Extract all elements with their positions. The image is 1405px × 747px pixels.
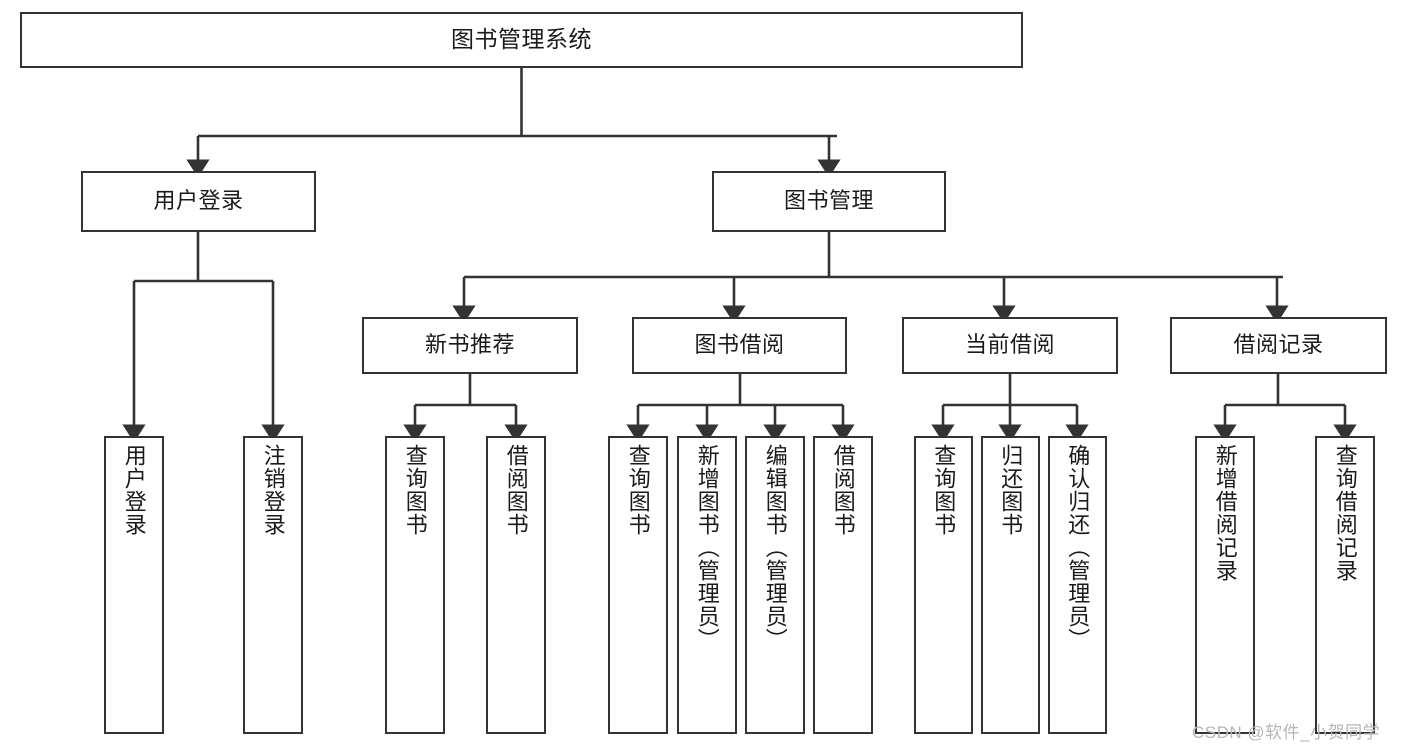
node-book-borrow[interactable]: 图书借阅 [632,317,847,374]
node-borrow-record[interactable]: 借阅记录 [1170,317,1387,374]
leaf-user-login[interactable]: 用户登录 [104,436,164,734]
leaf-edit-book-admin[interactable]: 编辑图书（管理员） [745,436,805,734]
node-current-borrow[interactable]: 当前借阅 [902,317,1118,374]
node-user-login[interactable]: 用户登录 [81,171,316,232]
leaf-user-logout[interactable]: 注销登录 [243,436,303,734]
csdn-watermark: CSDN @软件_小贺同学 [1192,723,1381,742]
leaf-add-book-admin[interactable]: 新增图书（管理员） [677,436,737,734]
node-book-manage[interactable]: 图书管理 [712,171,946,232]
leaf-confirm-return-admin[interactable]: 确认归还（管理员） [1048,436,1107,734]
leaf-query-borrow-record[interactable]: 查询借阅记录 [1315,436,1375,734]
node-new-book-recommend[interactable]: 新书推荐 [362,317,578,374]
leaf-return-book[interactable]: 归还图书 [981,436,1040,734]
node-root-system[interactable]: 图书管理系统 [20,12,1023,68]
leaf-add-borrow-record[interactable]: 新增借阅记录 [1195,436,1255,734]
leaf-query-book-current[interactable]: 查询图书 [914,436,973,734]
leaf-borrow-book[interactable]: 借阅图书 [813,436,873,734]
leaf-borrow-book-recommend[interactable]: 借阅图书 [486,436,546,734]
leaf-query-book-borrow[interactable]: 查询图书 [608,436,668,734]
leaf-query-book-recommend[interactable]: 查询图书 [385,436,445,734]
